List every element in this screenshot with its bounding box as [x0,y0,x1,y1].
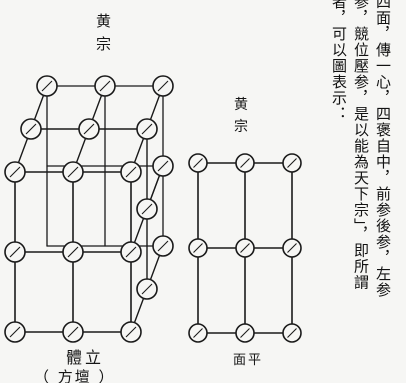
cube-node-back-right-bottom-mark [157,240,169,252]
plane-node-0-2-mark [287,158,297,168]
text-column-2: 参，競位壓参，是以能為天下宗」，即所謂 [352,0,370,291]
cube-node-mid-right-mid-mark [141,203,153,215]
cube-node-mid-top-1-mark [83,123,95,135]
plane-node-1-2-mark [287,243,297,253]
cube-node-front-2-1-mark [67,326,79,338]
cube-node-mid-top-0-mark [25,123,37,135]
plane-figure-top-label-1: 黄 [234,97,248,113]
plane-node-0-1-mark [240,158,250,168]
cube-node-front-0-2-mark [125,166,137,178]
plane-figure-caption: 面平 [233,353,264,368]
cube-node-back-top-2-mark [157,80,169,92]
cube-node-front-2-0-mark [9,326,21,338]
plane-node-2-0-mark [193,328,203,338]
cube-node-mid-right-bottom-mark [141,283,153,295]
cube-node-front-2-2-mark [125,326,137,338]
text-column-1: 四面，傳一心，四褒自中，前参後参，左参 [374,0,392,298]
cube-node-mid-top-2-mark [141,123,153,135]
cube-node-front-0-0-mark [9,166,21,178]
plane-node-1-0-mark [193,243,203,253]
cube-node-front-1-2-mark [125,246,137,258]
text-column-3: 者，可以圖表示： [330,0,348,122]
cube-node-back-top-0-mark [41,80,53,92]
3d-figure-top-label-2: 宗 [96,35,112,53]
cube-node-back-right-mid-mark [157,160,169,172]
plane-node-2-1-mark [240,328,250,338]
cube-node-back-top-1-mark [99,80,111,92]
3d-figure-caption-sub: （ 方壇 ） [34,368,116,383]
plane-node-2-2-mark [287,328,297,338]
cube-node-front-1-0-mark [9,246,21,258]
3d-figure-top-label-1: 黄 [96,12,112,30]
plane-node-0-0-mark [193,158,203,168]
plane-figure-top-label-2: 宗 [234,119,248,135]
plane-node-1-1-mark [240,243,250,253]
cube-node-front-0-1-mark [67,166,79,178]
cube-node-front-1-1-mark [67,246,79,258]
3d-figure-caption: 體立 [66,348,105,367]
